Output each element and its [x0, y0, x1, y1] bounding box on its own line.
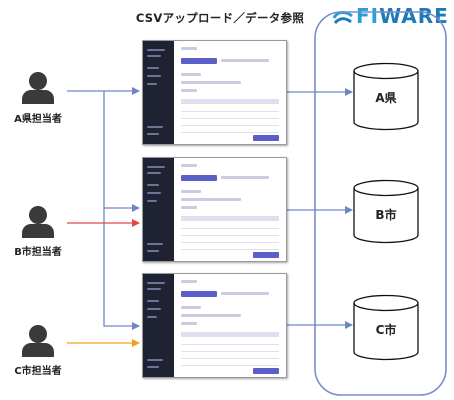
database-c-label: C市 — [375, 323, 397, 337]
database-a-icon — [353, 62, 419, 131]
person-c-label: C市担当者 — [14, 366, 62, 377]
person-b-icon — [22, 206, 54, 238]
fiware-logo-suffix: WARE — [379, 4, 449, 28]
fiware-logo-prefix: FI — [356, 4, 380, 28]
fiware-logo: FIWARE — [332, 4, 449, 28]
diagram-title: CSVアップロード／データ参照 — [135, 11, 305, 25]
person-a-label: A県担当者 — [14, 114, 62, 125]
person-c-icon — [22, 325, 54, 357]
app-screenshot-b — [142, 157, 287, 262]
database-b-icon — [353, 179, 419, 244]
database-b-label: B市 — [375, 208, 397, 222]
person-b-label: B市担当者 — [14, 247, 62, 258]
database-a-label: A県 — [375, 91, 397, 105]
database-c-icon — [353, 294, 419, 361]
person-a-icon — [22, 72, 54, 104]
fiware-container — [314, 11, 447, 396]
app-screenshot-c — [142, 273, 287, 378]
app-screenshot-a — [142, 40, 287, 145]
